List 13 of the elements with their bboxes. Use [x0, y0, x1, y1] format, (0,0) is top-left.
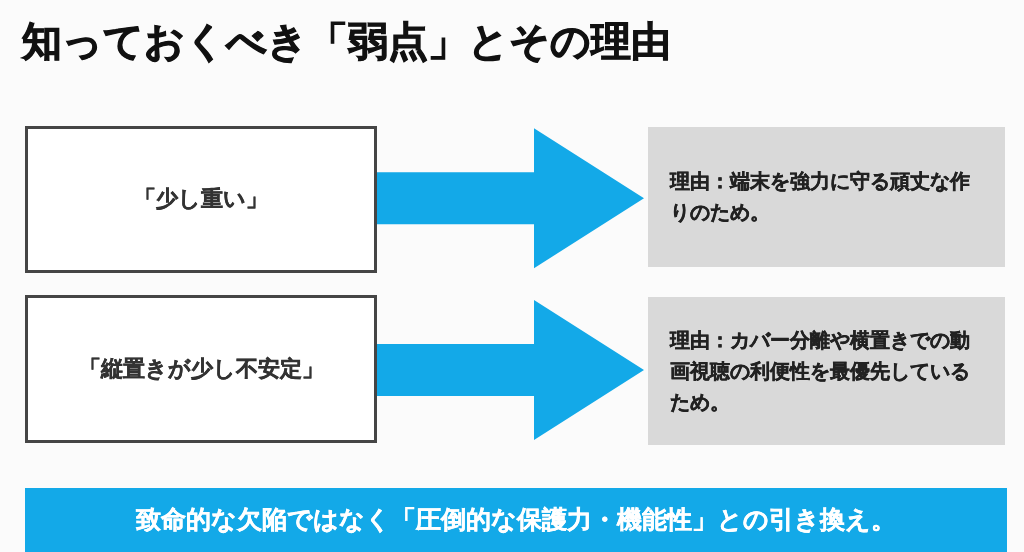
summary-banner — [25, 488, 1007, 552]
label-text: 「少し重い」 — [134, 185, 268, 214]
label-text: 理由：端末を強力に守る頑丈な作りのため。 — [670, 168, 971, 226]
text-box — [25, 295, 377, 443]
title: 知っておくべき「弱点」とその理由 — [22, 17, 671, 66]
arrow — [377, 300, 644, 440]
reason-box — [648, 127, 1005, 267]
label-text: 「縦置きが少し不安定」 — [78, 354, 324, 383]
label-text: 致命的な欠陥ではなく「圧倒的な保護力・機能性」との引き換え。 — [136, 503, 896, 536]
label-text: 理由：カバー分離や横置きでの動画視聴の利便性を最優先しているため。 — [670, 326, 971, 416]
text-box — [25, 126, 377, 273]
reason-box — [648, 297, 1005, 445]
arrow — [377, 128, 644, 269]
